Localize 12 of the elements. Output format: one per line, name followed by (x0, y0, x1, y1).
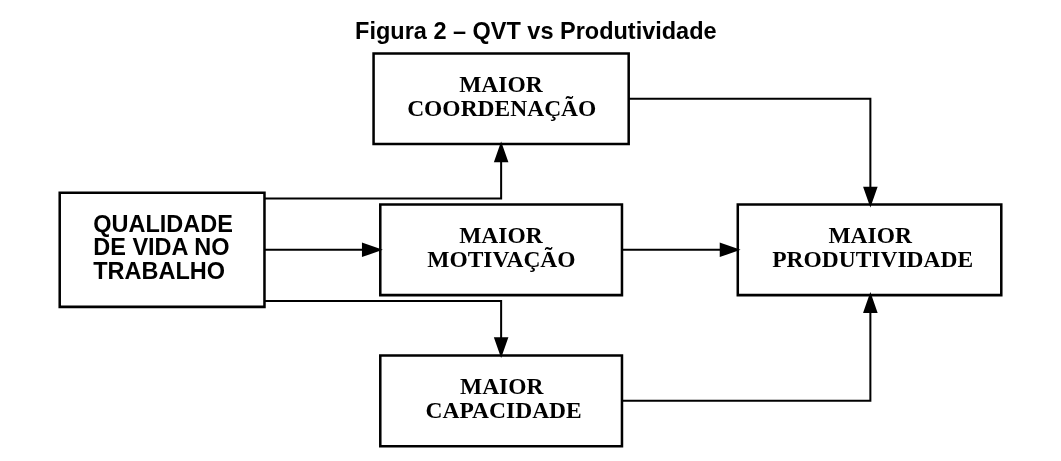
arrow (264, 242, 383, 258)
arrow (264, 141, 509, 200)
arrow (628, 97, 878, 208)
diagram-title: Figura 2 – QVT vs Produtividade (355, 17, 717, 44)
node-box: MAIOR CAPACIDADE (379, 354, 624, 448)
node-box: QUALIDADE DE VIDA NO TRABALHO (58, 191, 266, 309)
node-box: MAIOR MOTIVAÇÃO (379, 203, 624, 297)
node-box: MAIOR COORDENAÇÃO (372, 52, 630, 146)
arrow (622, 242, 741, 258)
arrow (264, 300, 509, 359)
node-box: MAIOR PRODUTIVIDADE (736, 203, 1003, 297)
arrow (622, 292, 878, 402)
